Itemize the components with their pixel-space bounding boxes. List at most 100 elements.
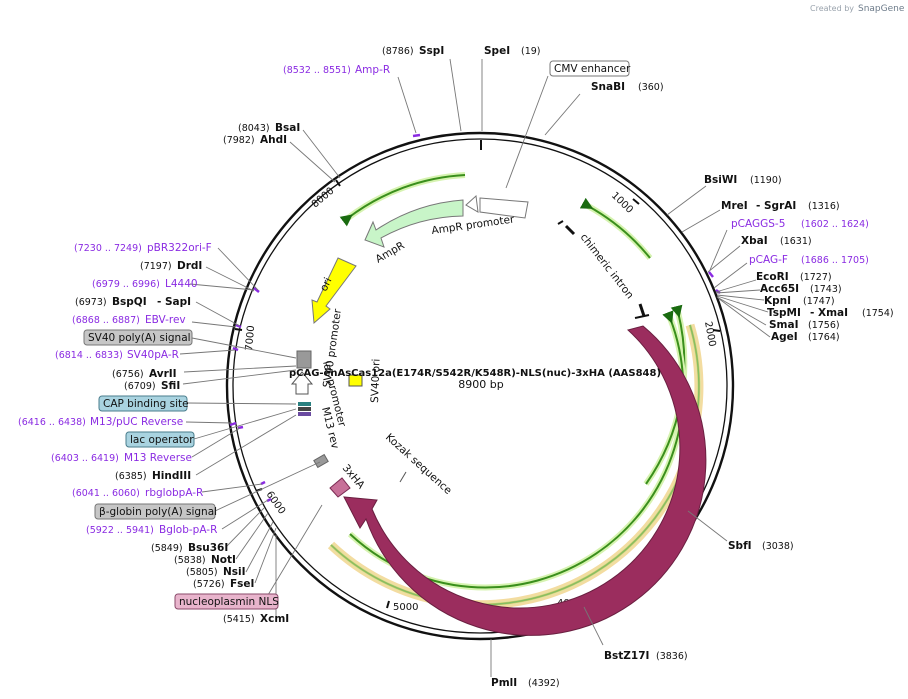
ha-tag-feature[interactable] [329,477,351,498]
site-ahdi[interactable]: (7982) AhdI [223,134,287,146]
site-kpni[interactable]: KpnI (1747) [764,295,835,307]
svg-text:Bsu36I: Bsu36I [188,542,228,554]
svg-text:(6973): (6973) [75,297,107,308]
svg-text:1000: 1000 [609,190,635,216]
svg-text:AhdI: AhdI [260,134,287,146]
primer-amp-r[interactable]: (8532 .. 8551) Amp-R [283,64,390,76]
svg-text:-: - [756,200,760,212]
svg-text:(1756): (1756) [808,320,840,331]
svg-text:(6868 .. 6887): (6868 .. 6887) [72,315,140,326]
primer-pcaggs-5[interactable]: pCAGGS-5 (1602 .. 1624) [731,218,869,230]
svg-text:8000: 8000 [310,186,337,211]
svg-text:BsaI: BsaI [275,122,300,134]
site-pmli[interactable]: PmlI (4392) [491,677,560,689]
svg-text:FseI: FseI [230,578,254,590]
cmv-enhancer-box[interactable]: CMV enhancer [549,60,631,77]
site-hindiii[interactable]: (6385) HindIII [115,470,191,482]
chimeric-intron-label: chimeric intron [578,231,636,301]
svg-text:(6385): (6385) [115,471,147,482]
svg-text:pBR322ori-F: pBR322ori-F [147,242,212,254]
cap-site-mark[interactable] [298,402,311,406]
svg-text:AvrII: AvrII [149,368,177,380]
primer-l4440[interactable]: (6979 .. 6996) L4440 [92,278,198,290]
site-spei[interactable]: SpeI (19) [484,45,541,57]
site-sspi[interactable]: (8786) SspI [382,45,444,57]
svg-text:(5849): (5849) [151,543,183,554]
nucleoplasmin-box[interactable]: nucleoplasmin NLS [174,593,279,610]
sv40-polya-box[interactable]: SV40 poly(A) signal [83,329,193,346]
sites-left: (8786) SspI (8043) BsaI (7982) AhdI (719… [75,45,444,625]
site-agei[interactable]: AgeI (1764) [771,331,840,343]
svg-text:(1727): (1727) [800,272,832,283]
svg-text:SV40 poly(A) signal: SV40 poly(A) signal [88,332,191,344]
chimeric-intron-feature[interactable] [557,220,650,319]
primer-pbr322ori-f[interactable]: (7230 .. 7249) pBR322ori-F [74,242,212,254]
site-fsei[interactable]: (5726) FseI [193,578,254,590]
sv40-ori-feature[interactable] [348,374,363,387]
svg-text:(1747): (1747) [803,296,835,307]
site-bspqi-sapi[interactable]: (6973) BspQI - SapI [75,296,191,308]
svg-text:KpnI: KpnI [764,295,791,307]
site-bsu36i[interactable]: (5849) Bsu36I [151,542,228,554]
primer-rbglobpa-r[interactable]: (6041 .. 6060) rbglobpA-R [72,487,203,499]
svg-text:(8786): (8786) [382,46,414,57]
svg-text:pCAGGS-5: pCAGGS-5 [731,218,785,230]
svg-text:XcmI: XcmI [260,613,289,625]
sites-right: SpeI (19) SnaBI (360) BsiWI (1190) MreI … [484,45,894,689]
primer-pcag-f[interactable]: pCAG-F (1686 .. 1705) [749,254,869,266]
primer-m13-reverse[interactable]: (6403 .. 6419) M13 Reverse [51,452,192,464]
svg-text:CMV enhancer: CMV enhancer [554,63,631,75]
svg-text:TspMI: TspMI [767,307,801,319]
site-xbai[interactable]: XbaI (1631) [741,235,812,247]
svg-text:Bglob-pA-R: Bglob-pA-R [159,524,217,536]
site-xcmi[interactable]: (5415) XcmI [223,613,289,625]
bglobin-polya-box[interactable]: β-globin poly(A) signal [94,503,217,520]
primer-ebv-rev[interactable]: (6868 .. 6887) EBV-rev [72,314,186,326]
svg-text:(5805): (5805) [186,567,218,578]
site-snabi[interactable]: SnaBI (360) [591,81,664,93]
svg-text:(1316): (1316) [808,201,840,212]
svg-text:(6814 .. 6833): (6814 .. 6833) [55,350,123,361]
cap-binding-box[interactable]: CAP binding site [98,395,189,412]
site-drdi[interactable]: (7197) DrdI [140,260,202,272]
primer-m13-puc-reverse[interactable]: (6416 .. 6438) M13/pUC Reverse [18,416,183,428]
primer-sv40pa-r[interactable]: (6814 .. 6833) SV40pA-R [55,349,179,361]
svg-text:SfiI: SfiI [161,380,180,392]
svg-text:PmlI: PmlI [491,677,517,689]
site-acc65i[interactable]: Acc65I (1743) [760,283,842,295]
sv40-promoter-feature[interactable] [296,350,312,369]
primer-bglob-pa-r[interactable]: (5922 .. 5941) Bglob-pA-R [86,524,217,536]
site-tspmi-xmai[interactable]: TspMI - XmaI (1754) [767,307,894,319]
site-mrei-sgrai[interactable]: MreI - SgrAI (1316) [721,200,840,212]
lac-promoter-feature[interactable] [290,371,314,395]
svg-text:EBV-rev: EBV-rev [145,314,186,326]
nls-feature[interactable] [313,453,329,469]
site-avrii[interactable]: (6756) AvrII [112,368,177,380]
site-bsai[interactable]: (8043) BsaI [238,122,300,134]
svg-text:AgeI: AgeI [771,331,798,343]
site-nsii[interactable]: (5805) NsiI [186,566,246,578]
m13-rev-mark[interactable] [298,412,311,416]
lac-operator-mark[interactable] [298,407,311,411]
svg-text:(8043): (8043) [238,123,270,134]
site-sfii[interactable]: (6709) SfiI [124,380,180,392]
site-bsiwi[interactable]: BsiWI (1190) [704,174,782,186]
site-bstz17i[interactable]: BstZ17I (3836) [604,650,688,662]
ascpf1-feature[interactable] [343,325,707,636]
svg-text:Amp-R: Amp-R [355,64,390,76]
ampr-feature[interactable] [364,199,464,248]
site-ecori[interactable]: EcoRI (1727) [756,271,832,283]
ori-feature[interactable] [311,257,357,325]
lac-operator-box[interactable]: lac operator [125,431,195,448]
site-smai[interactable]: SmaI (1756) [769,319,840,331]
svg-text:SspI: SspI [419,45,444,57]
svg-text:CAP binding site: CAP binding site [103,398,189,410]
site-noti[interactable]: (5838) NotI [174,554,236,566]
kozak-leader [399,471,407,483]
primer-marks [229,133,721,503]
ampr-promoter-feature[interactable] [465,194,529,219]
svg-text:SapI: SapI [165,296,191,308]
site-sbfi[interactable]: SbfI (3038) [728,540,794,552]
svg-text:(7982): (7982) [223,135,255,146]
